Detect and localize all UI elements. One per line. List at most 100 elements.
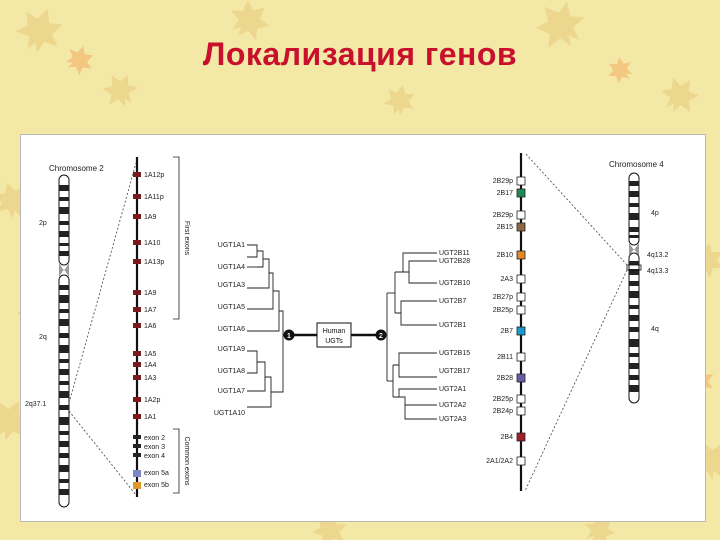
exon-marker — [133, 172, 141, 177]
chr2-ideogram — [58, 174, 70, 508]
exon-marker — [133, 362, 141, 367]
chr2-label: Chromosome 2 — [49, 164, 104, 173]
chr4-band-4q13-3: 4q13.3 — [647, 268, 669, 275]
chr4-gene-label: 2B27p — [493, 294, 513, 301]
ugt2-gene-label: UGT2B28 — [439, 258, 470, 265]
chr4-gene-marker — [516, 222, 526, 232]
exon-label: 1A9 — [144, 290, 157, 297]
chr4-gene-marker — [516, 326, 526, 336]
slide-title: Локализация генов — [202, 36, 518, 72]
gene-localization-figure: Chromosome 2 2p 2q 2q37.1 — [20, 134, 706, 522]
chr4-gene-marker — [516, 406, 526, 416]
human-ugts-label-2: UGTs — [325, 338, 343, 345]
chr4-gene-label: 2B28 — [497, 375, 513, 382]
exon-label: 1A9 — [144, 214, 157, 221]
exon-marker — [133, 214, 141, 219]
ugt1-gene-label: UGT1A1 — [218, 242, 245, 249]
exon-label: 1A6 — [144, 323, 157, 330]
common-exon-label: exon 3 — [144, 444, 165, 451]
exon-marker — [133, 351, 141, 356]
exon-marker — [133, 290, 141, 295]
common-exon-label: exon 4 — [144, 453, 165, 460]
common-exon-marker — [133, 470, 141, 477]
chr4-gene-marker — [516, 394, 526, 404]
ugt2-gene-label: UGT2B11 — [439, 250, 470, 257]
chr4-gene-label: 2B25p — [493, 307, 513, 314]
ugt1-gene-label: UGT1A9 — [218, 346, 245, 353]
ugt1-tree-branches — [247, 244, 289, 408]
ugt2-gene-label: UGT2A2 — [439, 402, 466, 409]
chr2-band-2p: 2p — [39, 220, 47, 227]
chr4-gene-marker — [516, 176, 526, 186]
ugt2-gene-label: UGT2B17 — [439, 368, 470, 375]
chr4-gene-label: 2B29p — [493, 178, 513, 185]
chr4-gene-markers: 2B29p2B172B29p2B152B102A32B27p2B25p2B72B… — [486, 176, 526, 466]
ugt2-gene-label: UGT2B1 — [439, 322, 466, 329]
chr4-band-4p: 4p — [651, 210, 659, 217]
chr4-label: Chromosome 4 — [609, 160, 664, 169]
chr4-gene-marker — [516, 274, 526, 284]
ugt1-gene-labels: UGT1A1UGT1A4UGT1A3UGT1A5UGT1A6UGT1A9UGT1… — [214, 242, 245, 417]
chr2-band-2q: 2q — [39, 334, 47, 341]
gene-map-diagram: Chromosome 2 2p 2q 2q37.1 — [25, 152, 669, 508]
ugt1-gene-label: UGT1A4 — [218, 264, 245, 271]
ugt1-gene-label: UGT1A3 — [218, 282, 245, 289]
ugt2-gene-label: UGT2B15 — [439, 350, 470, 357]
chr4-gene-label: 2B15 — [497, 224, 513, 231]
common-exon-marker — [133, 482, 141, 489]
exon-label: 1A1 — [144, 414, 157, 421]
exon-marker — [133, 307, 141, 312]
chr4-gene-marker — [516, 456, 526, 466]
chr2-band-2q37: 2q37.1 — [25, 401, 47, 408]
chr4-gene-label: 2B25p — [493, 396, 513, 403]
svg-text:2: 2 — [379, 333, 383, 340]
chr4-gene-marker — [516, 250, 526, 260]
exon-marker — [133, 414, 141, 419]
chr4-gene-label: 2B7 — [501, 328, 514, 335]
ugt2-gene-label: UGT2A3 — [439, 416, 466, 423]
common-exon-label: exon 2 — [144, 435, 165, 442]
ugt2-gene-label: UGT2B7 — [439, 298, 466, 305]
chr4-gene-label: 2B29p — [493, 212, 513, 219]
ugt1-gene-label: UGT1A8 — [218, 368, 245, 375]
exon-label: 1A13p — [144, 259, 164, 266]
common-exon-marker — [133, 444, 141, 448]
exon-label: 1A7 — [144, 307, 157, 314]
common-exon-label: exon 5b — [144, 482, 169, 489]
exon-marker — [133, 375, 141, 380]
exon-marker — [133, 259, 141, 264]
ugt1-gene-label: UGT1A10 — [214, 410, 245, 417]
exon-label: 1A11p — [144, 194, 164, 201]
chr4-band-4q13-2: 4q13.2 — [647, 252, 669, 259]
ugt2-gene-labels: UGT2B11UGT2B28UGT2B10UGT2B7UGT2B1UGT2B15… — [439, 250, 470, 423]
chr4-gene-label: 2B4 — [501, 434, 514, 441]
ugt2-gene-label: UGT2A1 — [439, 386, 466, 393]
chr4-gene-label: 2B10 — [497, 252, 513, 259]
ugt1-gene-label: UGT1A7 — [218, 388, 245, 395]
exon-marker — [133, 194, 141, 199]
exon-label: 1A2p — [144, 397, 160, 404]
chr4-gene-label: 2A1/2A2 — [486, 458, 513, 465]
chr4-gene-label: 2B17 — [497, 190, 513, 197]
chr4-gene-label: 2B24p — [493, 408, 513, 415]
chr4-gene-label: 2B11 — [497, 354, 513, 361]
common-exon-marker — [133, 435, 141, 439]
chr4-ideogram — [626, 172, 642, 404]
chr4-gene-marker — [516, 292, 526, 302]
first-exons-label: First exons — [183, 221, 190, 256]
exon-marker — [133, 323, 141, 328]
chr2-exon-markers: 1A12p1A11p1A91A101A13p1A91A71A61A51A41A3… — [133, 172, 164, 421]
chr4-gene-marker — [516, 352, 526, 362]
ugt1-gene-label: UGT1A6 — [218, 326, 245, 333]
tree-node-1 — [283, 329, 295, 341]
chr4-gene-marker — [516, 432, 526, 442]
exon-label: 1A4 — [144, 362, 157, 369]
exon-marker — [133, 240, 141, 245]
common-exon-marker — [133, 453, 141, 457]
exon-label: 1A12p — [144, 172, 164, 179]
chr4-gene-marker — [516, 210, 526, 220]
chr4-band-4q: 4q — [651, 326, 659, 333]
ugt2-tree-branches — [381, 252, 437, 420]
svg-text:1: 1 — [287, 333, 291, 340]
